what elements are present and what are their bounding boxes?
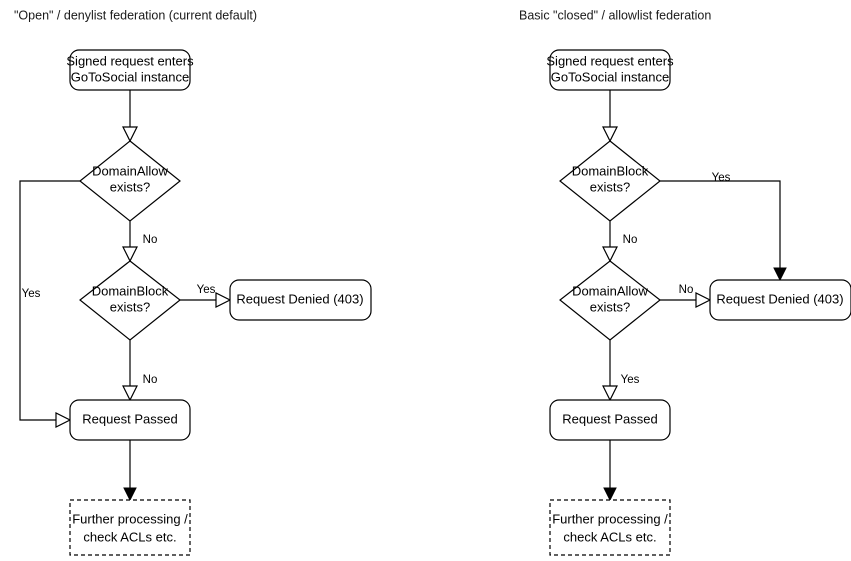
node-right-domainblock-shape[interactable] xyxy=(559,140,661,222)
node-right-start[interactable]: Signed request enters GoToSocial instanc… xyxy=(546,49,674,91)
node-right-start-line1: Signed request enters xyxy=(546,53,674,68)
node-right-request-passed-label: Request Passed xyxy=(562,411,657,426)
node-left-request-denied-shape[interactable] xyxy=(229,279,372,321)
node-right-request-passed[interactable]: Request Passed xyxy=(549,399,671,441)
node-left-further-processing-line1: Further processing / xyxy=(72,511,188,526)
node-left-start-line2: GoToSocial instance xyxy=(71,69,190,84)
node-right-start-line2: GoToSocial instance xyxy=(551,69,670,84)
arrowhead-open-right-domainblock-domainallow xyxy=(602,246,618,263)
arrowhead-filled-passed-further xyxy=(123,487,137,502)
node-right-request-denied-shape[interactable] xyxy=(709,279,851,321)
node-left-domainblock-line2: exists? xyxy=(110,299,150,314)
left-edges: Yes No Yes No xyxy=(19,90,232,502)
node-left-further-processing-line2: check ACLs etc. xyxy=(83,529,176,544)
arrowhead-open-right-start-domainblock xyxy=(602,126,618,143)
arrowhead-open-domainallow-passed xyxy=(55,412,72,428)
node-right-domainblock[interactable]: DomainBlock exists? xyxy=(559,140,661,222)
node-right-domainallow[interactable]: DomainAllow exists? xyxy=(559,260,661,341)
node-left-start-shape[interactable] xyxy=(69,49,191,91)
node-right-start-shape[interactable] xyxy=(549,49,671,91)
panel-title-allowlist: Basic "closed" / allowlist federation xyxy=(519,8,711,22)
node-right-domainallow-line2: exists? xyxy=(590,299,630,314)
node-right-request-passed-shape[interactable] xyxy=(549,399,671,441)
node-right-further-processing-shape[interactable] xyxy=(549,499,671,556)
node-left-domainallow-line2: exists? xyxy=(110,179,150,194)
node-right-further-processing-line1: Further processing / xyxy=(552,511,668,526)
node-left-request-passed[interactable]: Request Passed xyxy=(69,399,191,441)
node-left-domainblock-shape[interactable] xyxy=(79,260,181,341)
node-right-request-denied[interactable]: Request Denied (403) xyxy=(709,279,851,321)
arrowhead-open-domainblock-passed xyxy=(122,385,138,402)
node-left-request-denied-label: Request Denied (403) xyxy=(236,291,363,306)
arrowhead-open-start-domainallow xyxy=(122,126,138,143)
node-right-domainblock-line2: exists? xyxy=(590,179,630,194)
arrowhead-filled-right-domainblock-denied xyxy=(773,267,787,282)
node-right-domainallow-line1: DomainAllow xyxy=(572,283,648,298)
node-right-request-denied-label: Request Denied (403) xyxy=(716,291,843,306)
node-left-request-passed-label: Request Passed xyxy=(82,411,177,426)
arrowhead-filled-right-passed-further xyxy=(603,487,617,502)
edge-right-domainblock-yes-to-denied xyxy=(660,180,781,277)
panel-title-denylist: "Open" / denylist federation (current de… xyxy=(14,8,257,22)
node-right-domainblock-line1: DomainBlock xyxy=(572,163,649,178)
arrowhead-open-domainallow-domainblock xyxy=(122,246,138,263)
node-left-domainblock-line1: DomainBlock xyxy=(92,283,169,298)
edge-domainallow-yes-to-passed xyxy=(19,180,80,421)
node-left-further-processing-shape[interactable] xyxy=(69,499,191,556)
node-left-request-denied[interactable]: Request Denied (403) xyxy=(229,279,372,321)
edge-label-left-yes-bypass: Yes xyxy=(22,288,41,300)
right-edges: Yes No No Yes xyxy=(602,90,787,502)
arrowhead-open-right-domainallow-passed xyxy=(602,385,618,402)
node-left-start[interactable]: Signed request enters GoToSocial instanc… xyxy=(66,49,194,91)
arrowhead-open-right-domainallow-denied xyxy=(695,292,712,308)
edge-label-right-yes-block: Yes xyxy=(712,172,731,184)
edge-label-right-yes-allow: Yes xyxy=(621,374,640,386)
node-right-further-processing[interactable]: Further processing / check ACLs etc. xyxy=(549,499,671,556)
node-left-start-line1: Signed request enters xyxy=(66,53,194,68)
node-left-domainallow-line1: DomainAllow xyxy=(92,163,168,178)
node-left-domainallow[interactable]: DomainAllow exists? xyxy=(79,140,181,222)
edge-label-left-no-2: No xyxy=(143,374,158,386)
node-right-domainallow-shape[interactable] xyxy=(559,260,661,341)
node-left-domainallow-shape[interactable] xyxy=(79,140,181,222)
node-left-request-passed-shape[interactable] xyxy=(69,399,191,441)
arrowhead-open-domainblock-denied xyxy=(215,292,232,308)
node-right-further-processing-line2: check ACLs etc. xyxy=(563,529,656,544)
node-left-domainblock[interactable]: DomainBlock exists? xyxy=(79,260,181,341)
edge-label-left-yes-block: Yes xyxy=(197,284,216,296)
edge-label-right-no-1: No xyxy=(623,234,638,246)
node-left-further-processing[interactable]: Further processing / check ACLs etc. xyxy=(69,499,191,556)
edge-label-right-no-2: No xyxy=(679,284,694,296)
edge-label-left-no-1: No xyxy=(143,234,158,246)
